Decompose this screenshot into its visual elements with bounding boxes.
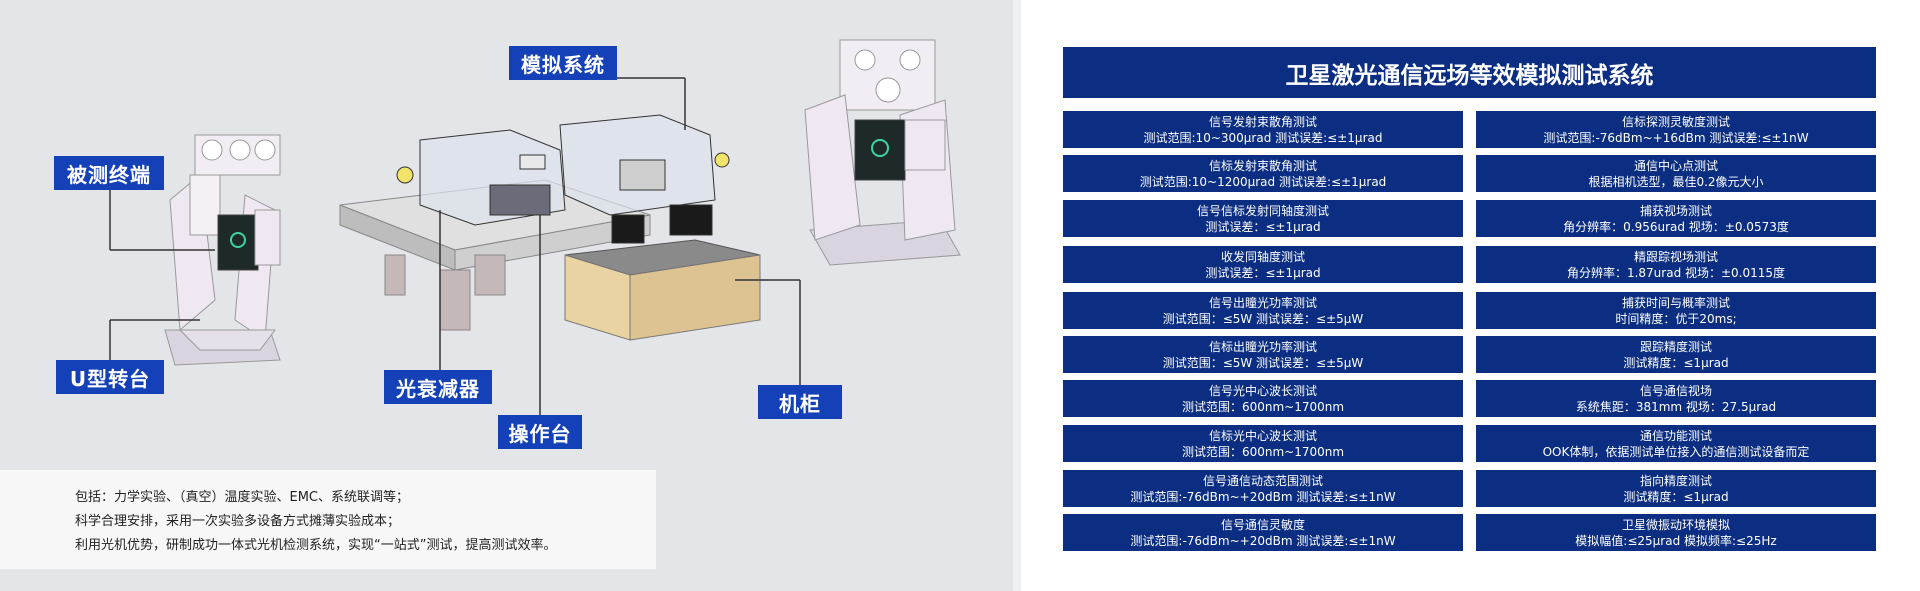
test-item-title: 信号出瞳光功率测试	[1208, 295, 1317, 310]
test-item-detail: 测试精度：≤1μrad	[1623, 489, 1729, 504]
test-item-detail: 测试误差：≤±1μrad	[1205, 265, 1321, 280]
test-item-title: 跟踪精度测试	[1639, 339, 1712, 354]
test-item-card: 信号通信视场 系统焦距：381mm 视场：27.5μrad	[1476, 380, 1876, 417]
test-item-card: 精跟踪视场测试 角分辨率：1.87urad 视场：±0.0115度	[1476, 246, 1876, 283]
notes-box: 包括：力学实验、（真空）温度实验、EMC、系统联调等； 科学合理安排，采用一次实…	[0, 470, 656, 569]
test-item-card: 收发同轴度测试 测试误差：≤±1μrad	[1063, 246, 1463, 283]
test-item-card: 信标发射束散角测试 测试范围:10~1200μrad 测试误差:≤±1μrad	[1063, 155, 1463, 192]
test-item-title: 捕获视场测试	[1639, 203, 1712, 218]
callout-terminal-under-test: 被测终端	[54, 156, 164, 190]
callout-u-turntable: U型转台	[56, 360, 164, 394]
console-desk-graphic	[564, 204, 761, 341]
callout-cabinet: 机柜	[758, 385, 842, 419]
callout-simulation-system: 模拟系统	[509, 46, 617, 80]
test-item-card: 信号通信灵敏度 测试范围:-76dBm~+20dBm 测试误差:≤±1nW	[1063, 514, 1463, 551]
test-item-title: 信号发射束散角测试	[1208, 114, 1317, 129]
note-line: 利用光机优势，研制成功一体式光机检测系统，实现“一站式”测试，提高测试效率。	[75, 538, 557, 553]
test-item-detail: 角分辨率：0.956urad 视场：±0.0573度	[1563, 219, 1789, 234]
test-item-card: 捕获时间与概率测试 时间精度：优于20ms;	[1476, 292, 1876, 329]
callout-attenuator: 光衰减器	[384, 370, 492, 404]
test-item-card: 信号光中心波长测试 测试范围：600nm~1700nm	[1063, 380, 1463, 417]
test-item-title: 信号信标发射同轴度测试	[1196, 203, 1329, 218]
test-item-title: 信号光中心波长测试	[1208, 383, 1317, 398]
test-item-detail: 测试范围:-76dBm~+16dBm 测试误差:≤±1nW	[1543, 130, 1809, 145]
note-line: 包括：力学实验、（真空）温度实验、EMC、系统联调等；	[75, 490, 410, 505]
test-item-card: 信号信标发射同轴度测试 测试误差：≤±1μrad	[1063, 200, 1463, 237]
test-item-card: 信号通信动态范围测试 测试范围:-76dBm~+20dBm 测试误差:≤±1nW	[1063, 470, 1463, 507]
test-item-title: 通信中心点测试	[1633, 158, 1718, 173]
test-item-title: 信号通信动态范围测试	[1202, 473, 1323, 488]
test-item-title: 信标出瞳光功率测试	[1208, 339, 1317, 354]
test-item-detail: 模拟幅值:≤25μrad 模拟频率:≤25Hz	[1575, 533, 1777, 548]
system-title-bar: 卫星激光通信远场等效模拟测试系统	[1063, 47, 1876, 98]
test-item-card: 捕获视场测试 角分辨率：0.956urad 视场：±0.0573度	[1476, 200, 1876, 237]
test-item-card: 信号发射束散角测试 测试范围:10~300μrad 测试误差:≤±1μrad	[1063, 111, 1463, 148]
test-item-card: 通信中心点测试 根据相机选型，最佳0.2像元大小	[1476, 155, 1876, 192]
equipment-illustration	[109, 39, 961, 415]
panel-divider	[1013, 0, 1021, 591]
test-item-title: 信号通信灵敏度	[1220, 517, 1305, 532]
test-item-title: 精跟踪视场测试	[1633, 249, 1718, 264]
test-item-detail: 测试范围:10~1200μrad 测试误差:≤±1μrad	[1139, 174, 1387, 189]
test-item-detail: 测试范围:10~300μrad 测试误差:≤±1μrad	[1143, 130, 1383, 145]
test-item-detail: 系统焦距：381mm 视场：27.5μrad	[1575, 399, 1777, 414]
test-item-title: 信标光中心波长测试	[1208, 428, 1317, 443]
test-item-detail: 测试范围:-76dBm~+20dBm 测试误差:≤±1nW	[1130, 489, 1396, 504]
test-item-detail: 测试范围：600nm~1700nm	[1181, 444, 1345, 459]
test-item-card: 通信功能测试 OOK体制，依据测试单位接入的通信测试设备而定	[1476, 425, 1876, 462]
test-item-detail: 测试范围:-76dBm~+20dBm 测试误差:≤±1nW	[1130, 533, 1396, 548]
test-item-title: 卫星微振动环境模拟	[1621, 517, 1730, 532]
test-item-detail: 测试误差：≤±1μrad	[1205, 219, 1321, 234]
test-item-card: 信标探测灵敏度测试 测试范围:-76dBm~+16dBm 测试误差:≤±1nW	[1476, 111, 1876, 148]
test-item-card: 指向精度测试 测试精度：≤1μrad	[1476, 470, 1876, 507]
right-u-turntable-graphic	[804, 39, 961, 266]
test-item-detail: 时间精度：优于20ms;	[1615, 311, 1737, 326]
test-item-card: 信标光中心波长测试 测试范围：600nm~1700nm	[1063, 425, 1463, 462]
test-item-detail: 角分辨率：1.87urad 视场：±0.0115度	[1566, 265, 1786, 280]
test-item-detail: 测试精度：≤1μrad	[1623, 355, 1729, 370]
test-item-detail: 根据相机选型，最佳0.2像元大小	[1588, 174, 1764, 189]
test-item-card: 信号出瞳光功率测试 测试范围：≤5W 测试误差：≤±5μW	[1063, 292, 1463, 329]
test-item-title: 收发同轴度测试	[1220, 249, 1305, 264]
test-item-card: 信标出瞳光功率测试 测试范围：≤5W 测试误差：≤±5μW	[1063, 336, 1463, 373]
test-item-title: 指向精度测试	[1639, 473, 1712, 488]
left-u-turntable-graphic	[164, 134, 281, 366]
test-item-detail: 测试范围：≤5W 测试误差：≤±5μW	[1162, 311, 1364, 326]
test-item-title: 捕获时间与概率测试	[1621, 295, 1730, 310]
test-item-title: 通信功能测试	[1639, 428, 1712, 443]
test-item-card: 卫星微振动环境模拟 模拟幅值:≤25μrad 模拟频率:≤25Hz	[1476, 514, 1876, 551]
test-item-title: 信号通信视场	[1639, 383, 1712, 398]
test-item-title: 信标探测灵敏度测试	[1621, 114, 1730, 129]
callout-console: 操作台	[498, 415, 582, 449]
note-line: 科学合理安排，采用一次实验多设备方式摊薄实验成本；	[75, 514, 401, 529]
test-item-detail: 测试范围：≤5W 测试误差：≤±5μW	[1162, 355, 1364, 370]
test-item-title: 信标发射束散角测试	[1208, 158, 1317, 173]
test-item-card: 跟踪精度测试 测试精度：≤1μrad	[1476, 336, 1876, 373]
optical-table-graphic	[339, 114, 730, 331]
test-item-detail: OOK体制，依据测试单位接入的通信测试设备而定	[1542, 444, 1810, 459]
test-item-detail: 测试范围：600nm~1700nm	[1181, 399, 1345, 414]
